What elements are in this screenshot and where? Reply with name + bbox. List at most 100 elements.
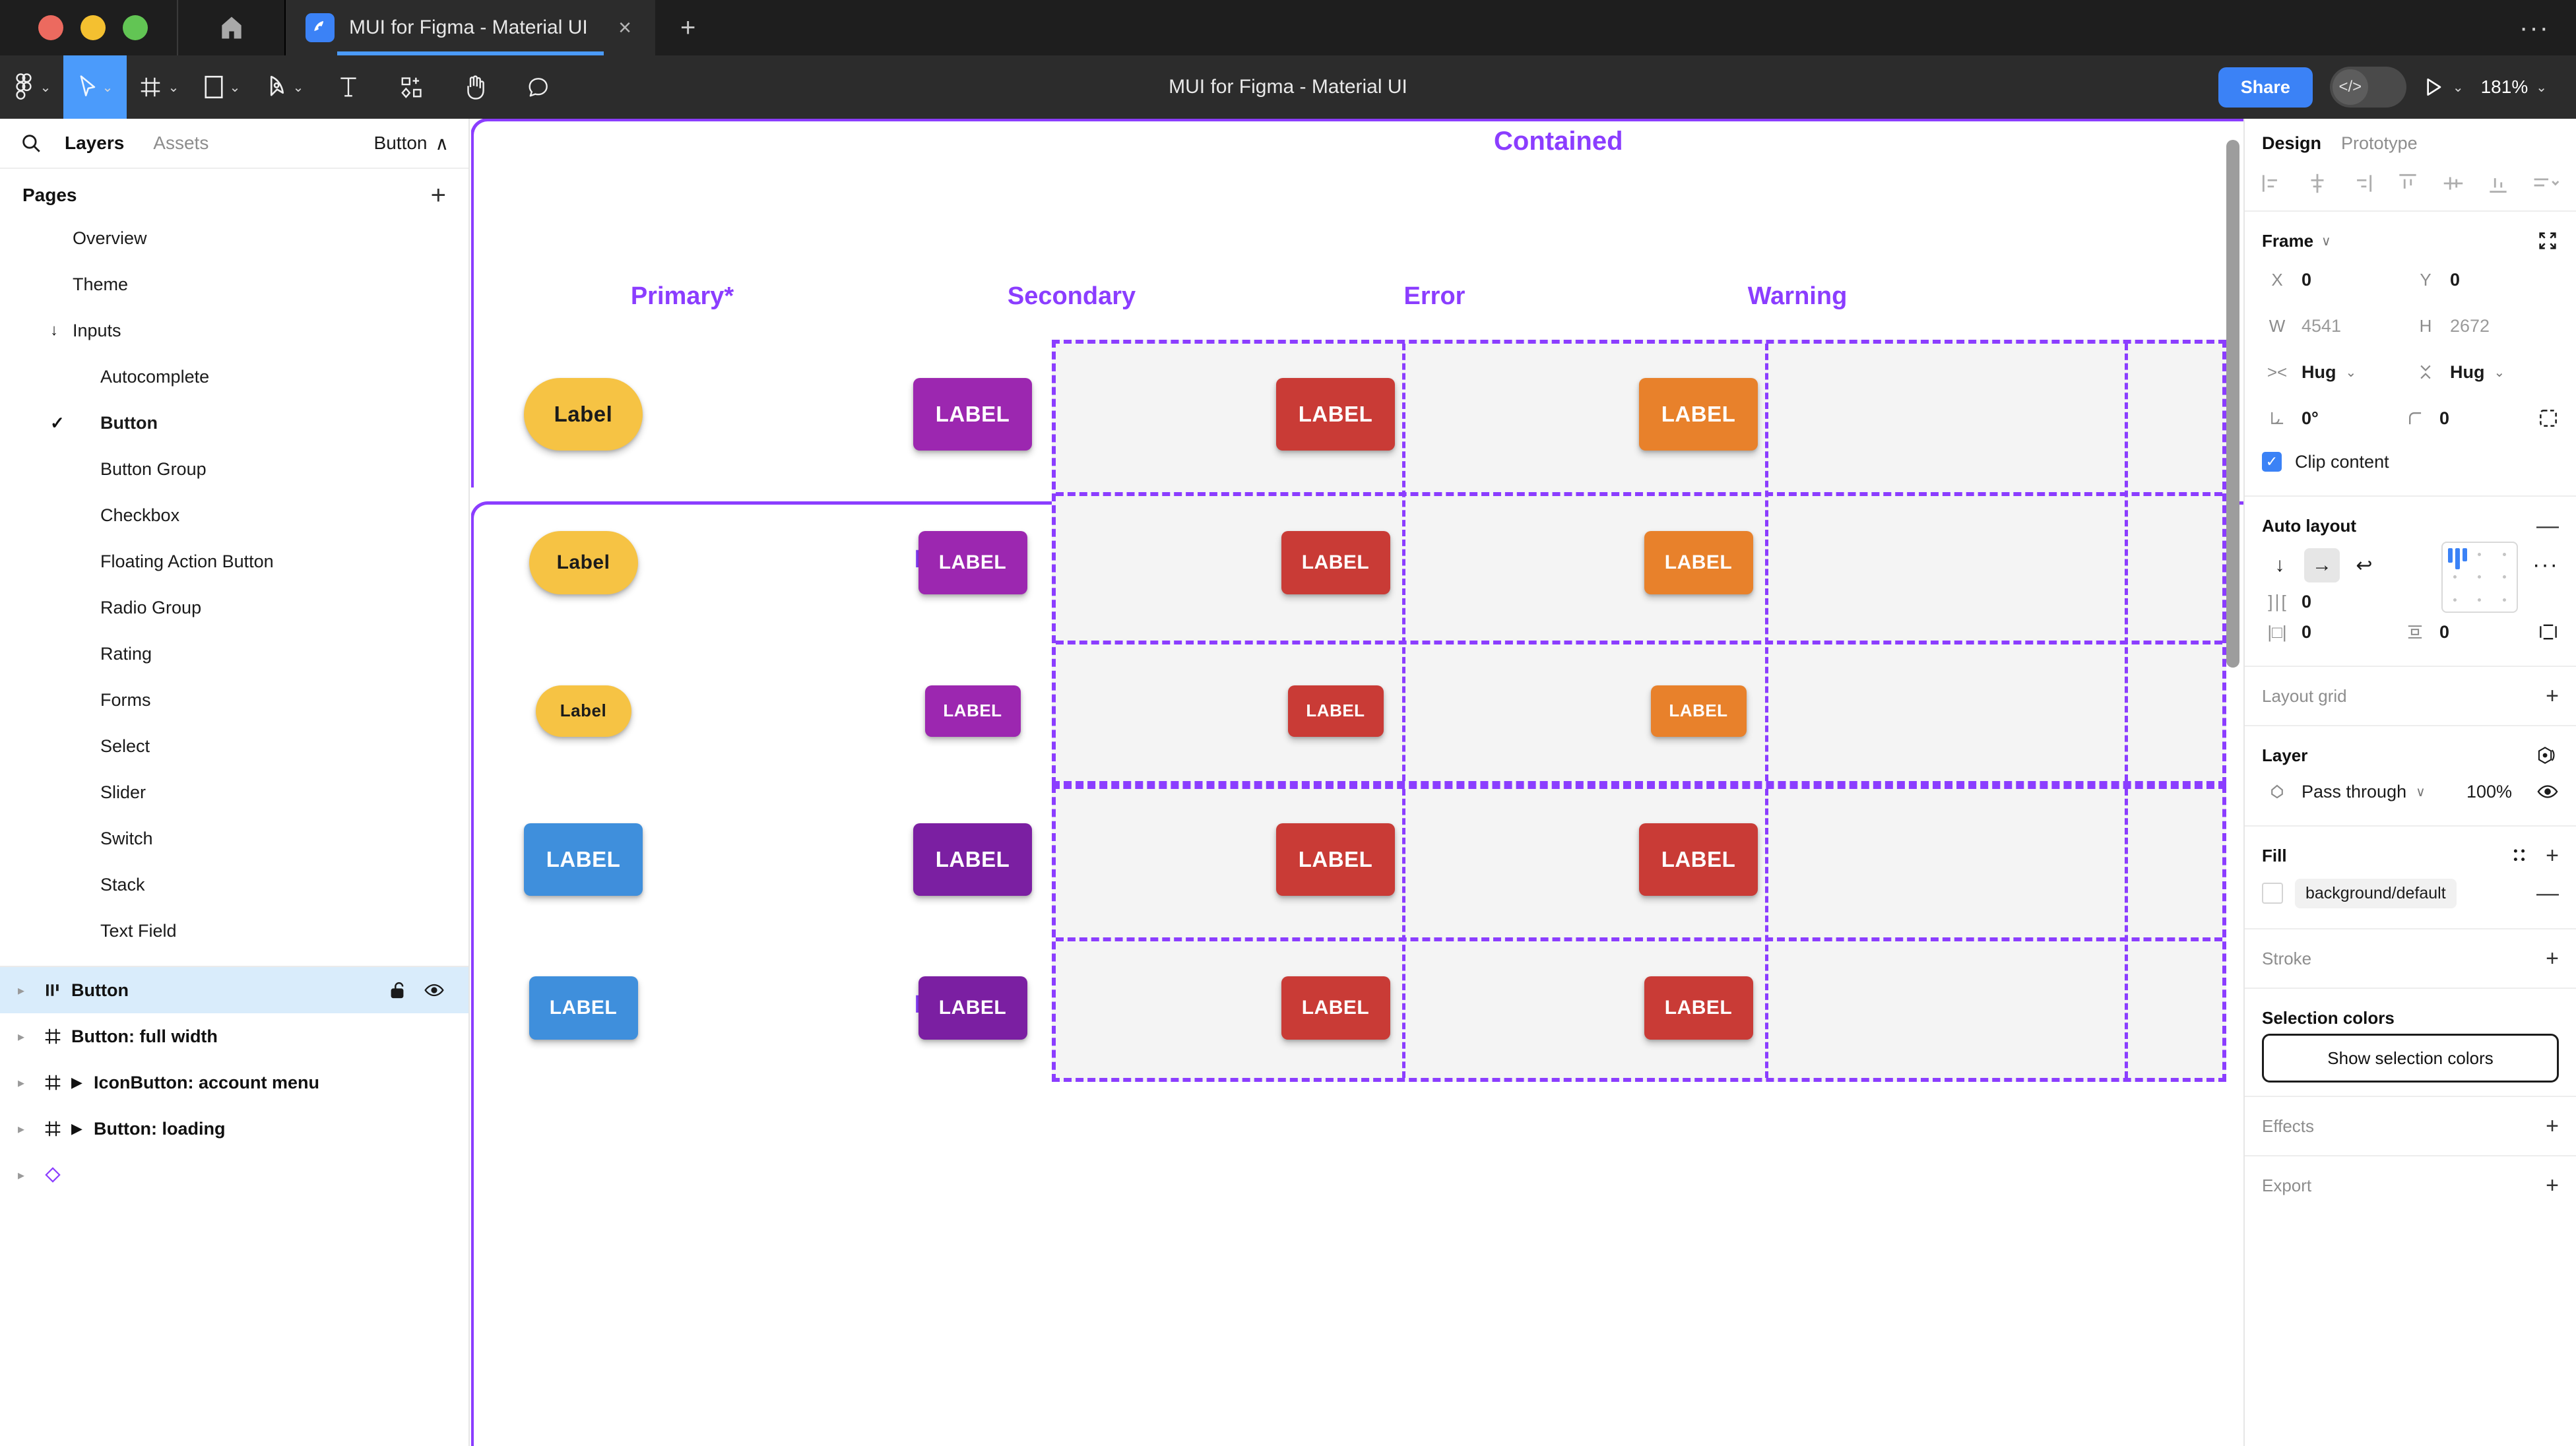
chevron-down-icon[interactable]: ⌄ — [40, 80, 51, 95]
eye-icon[interactable] — [424, 981, 445, 999]
comment-tool-button[interactable] — [507, 55, 570, 119]
button-variant[interactable]: Label — [535, 685, 631, 737]
clip-content-row[interactable]: ✓ Clip content — [2262, 441, 2559, 482]
pen-tool-button[interactable]: ⌄ — [253, 55, 317, 119]
chevron-down-icon[interactable]: ∨ — [2416, 784, 2426, 800]
eye-icon[interactable] — [2536, 782, 2559, 802]
button-variant[interactable]: LABEL — [924, 685, 1021, 737]
browser-tab[interactable]: MUI for Figma - Material UI × — [286, 0, 655, 55]
page-item-text-field[interactable]: Text Field — [0, 908, 468, 954]
button-variant[interactable]: LABEL — [529, 976, 638, 1040]
tab-layers[interactable]: Layers — [65, 133, 125, 153]
page-item-button[interactable]: ✓Button — [0, 400, 468, 446]
dev-mode-toggle[interactable]: </> — [2329, 67, 2406, 108]
zoom-control[interactable]: 181% ⌄ — [2481, 77, 2547, 98]
page-item-select[interactable]: Select — [0, 723, 468, 769]
add-stroke-button[interactable]: + — [2546, 945, 2559, 971]
page-item-autocomplete[interactable]: Autocomplete — [0, 354, 468, 400]
share-button[interactable]: Share — [2218, 67, 2313, 108]
remove-fill-button[interactable]: — — [2536, 880, 2559, 906]
opacity-value[interactable]: 100% — [2466, 781, 2513, 802]
page-item-stack[interactable]: Stack — [0, 862, 468, 908]
shape-tool-button[interactable]: ⌄ — [190, 55, 253, 119]
layer-row[interactable]: ▸ — [0, 1152, 468, 1198]
clip-content-checkbox[interactable]: ✓ — [2262, 452, 2282, 472]
show-selection-colors-button[interactable]: Show selection colors — [2262, 1034, 2559, 1083]
button-variant[interactable]: LABEL — [1639, 823, 1758, 896]
rotation-field[interactable]: 0° — [2262, 408, 2400, 429]
layer-row[interactable]: ▸Button: full width — [0, 1013, 468, 1059]
scale-to-fit-icon[interactable] — [2536, 230, 2559, 252]
remove-auto-layout-button[interactable]: — — [2536, 513, 2559, 538]
fill-style-token[interactable]: background/default — [2295, 878, 2457, 908]
layer-row[interactable]: ▸Button — [0, 967, 468, 1013]
align-top-icon[interactable] — [2395, 171, 2420, 196]
width-field[interactable]: W 4541 — [2262, 316, 2410, 336]
move-tool-button[interactable]: ⌄ — [63, 55, 127, 119]
add-layout-grid-button[interactable]: + — [2546, 683, 2559, 708]
align-horizontal-center-icon[interactable] — [2305, 171, 2330, 196]
button-variant[interactable]: LABEL — [1281, 976, 1390, 1040]
unlock-icon[interactable] — [388, 980, 406, 1000]
button-variant[interactable]: LABEL — [913, 377, 1032, 451]
x-field[interactable]: X 0 — [2262, 270, 2410, 290]
page-item-theme[interactable]: Theme — [0, 261, 468, 307]
layer-row[interactable]: ▸▶IconButton: account menu — [0, 1059, 468, 1106]
chevron-down-icon[interactable]: ⌄ — [102, 80, 113, 95]
vertical-resizing-field[interactable]: Hug ⌄ — [2410, 362, 2559, 383]
button-variant[interactable]: LABEL — [913, 823, 1032, 896]
page-item-radio-group[interactable]: Radio Group — [0, 584, 468, 631]
styles-icon[interactable] — [2510, 846, 2528, 865]
tab-assets[interactable]: Assets — [153, 133, 209, 153]
chevron-down-icon[interactable]: ⌄ — [292, 80, 304, 95]
page-item-floating-action-button[interactable]: Floating Action Button — [0, 538, 468, 584]
button-variant[interactable]: LABEL — [1639, 377, 1758, 451]
chevron-down-icon[interactable]: ⌄ — [229, 80, 241, 95]
distribute-icon[interactable] — [2531, 171, 2561, 196]
search-icon[interactable] — [20, 132, 50, 154]
button-variant[interactable]: LABEL — [918, 530, 1027, 594]
button-variant[interactable]: LABEL — [1644, 976, 1753, 1040]
align-vertical-center-icon[interactable] — [2441, 171, 2466, 196]
button-variant[interactable]: LABEL — [1644, 530, 1753, 594]
direction-vertical-icon[interactable]: ↓ — [2274, 554, 2285, 576]
chevron-down-icon[interactable]: ⌄ — [2452, 80, 2464, 95]
individual-padding-icon[interactable] — [2538, 621, 2559, 643]
page-item-checkbox[interactable]: Checkbox — [0, 492, 468, 538]
page-item-switch[interactable]: Switch — [0, 815, 468, 862]
page-selector[interactable]: Button ∧ — [374, 133, 449, 154]
corner-radius-field[interactable]: 0 — [2400, 408, 2538, 429]
independent-corners-icon[interactable] — [2538, 408, 2559, 429]
button-variant[interactable]: LABEL — [1276, 377, 1395, 451]
expand-caret-icon[interactable]: ▸ — [17, 1075, 25, 1090]
gap-field[interactable]: ]∣[ 0 — [2262, 586, 2415, 612]
vertical-padding-field[interactable]: 0 — [2400, 622, 2538, 643]
button-variant[interactable]: LABEL — [1650, 685, 1747, 737]
horizontal-padding-field[interactable]: |□| 0 — [2262, 622, 2400, 643]
chevron-down-icon[interactable]: ⌄ — [2536, 80, 2547, 95]
button-variant[interactable]: LABEL — [1281, 530, 1390, 594]
button-variant[interactable]: Label — [524, 377, 643, 451]
expand-caret-icon[interactable]: ▸ — [17, 983, 25, 998]
button-variant[interactable]: LABEL — [1276, 823, 1395, 896]
page-item-button-group[interactable]: Button Group — [0, 446, 468, 492]
new-tab-button[interactable]: + — [680, 13, 696, 42]
direction-horizontal-icon[interactable]: → — [2304, 548, 2340, 582]
window-controls[interactable] — [0, 0, 177, 55]
browser-menu-button[interactable]: ··· — [2519, 13, 2550, 42]
button-variant[interactable]: Label — [529, 530, 638, 594]
resources-button[interactable] — [380, 55, 443, 119]
page-item-forms[interactable]: Forms — [0, 677, 468, 723]
hand-tool-button[interactable] — [443, 55, 507, 119]
align-right-icon[interactable] — [2350, 171, 2375, 196]
expand-triangle-icon[interactable]: ▶ — [71, 1074, 82, 1090]
blend-mode-field[interactable]: Pass through ∨ — [2262, 782, 2466, 802]
close-tab-button[interactable]: × — [618, 15, 631, 40]
text-tool-button[interactable] — [317, 55, 380, 119]
chevron-down-icon[interactable]: ⌄ — [2345, 365, 2357, 380]
horizontal-resizing-field[interactable]: >< Hug ⌄ — [2262, 362, 2410, 383]
figma-menu-icon-button[interactable]: ⌄ — [0, 55, 63, 119]
button-variant[interactable]: LABEL — [1287, 685, 1384, 737]
expand-caret-icon[interactable]: ▸ — [17, 1121, 25, 1137]
